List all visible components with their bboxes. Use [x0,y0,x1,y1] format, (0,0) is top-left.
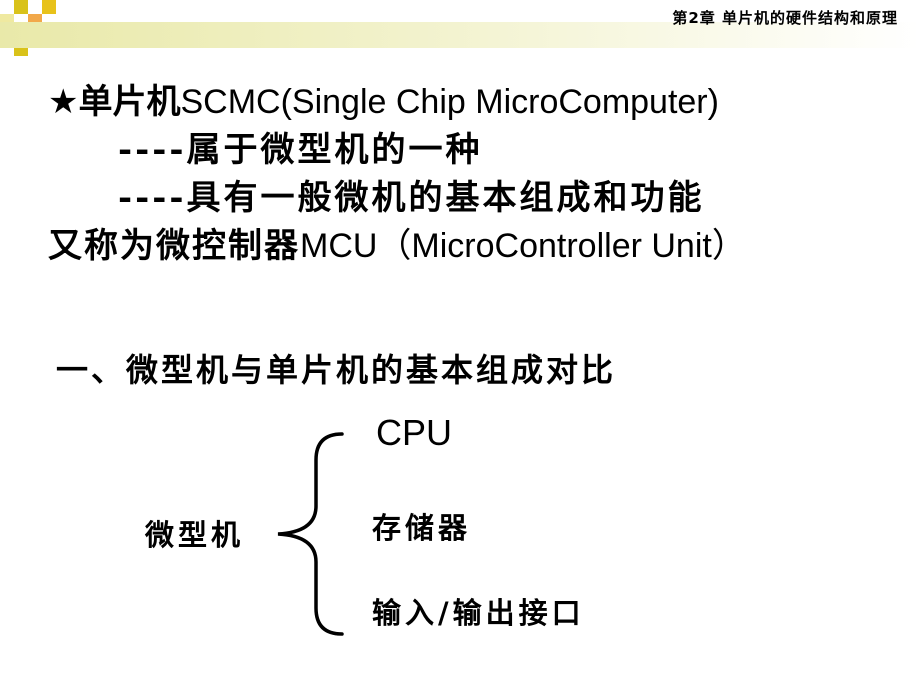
comparison-root-label: 微型机 [145,518,245,552]
logo-square [14,0,28,14]
star-icon: ★ [48,82,79,122]
intro-line-4-en: MCU（MicroController Unit） [300,227,746,265]
intro-line-3: ----具有一般微机的基本组成和功能 [118,178,705,218]
left-brace-icon [277,432,344,636]
component-io-interface: 输入/输出接口 [372,596,585,630]
intro-line-4: 又称为微控制器MCU（MicroController Unit） [48,226,746,266]
header-bar [0,22,920,48]
chapter-title: 第2章 单片机的硬件结构和原理 [672,9,898,27]
intro-line-1: ★单片机SCMC(Single Chip MicroComputer) [48,82,719,122]
component-memory: 存储器 [372,511,472,545]
intro-line-1-en: SCMC(Single Chip MicroComputer) [180,83,719,121]
section-heading: 一、微型机与单片机的基本组成对比 [56,351,617,389]
logo-square [42,0,56,14]
component-cpu: CPU [376,412,453,453]
intro-line-4-cn: 又称为微控制器 [48,226,300,266]
intro-line-2: ----属于微型机的一种 [118,130,483,170]
intro-line-1-cn: 单片机 [78,82,181,122]
